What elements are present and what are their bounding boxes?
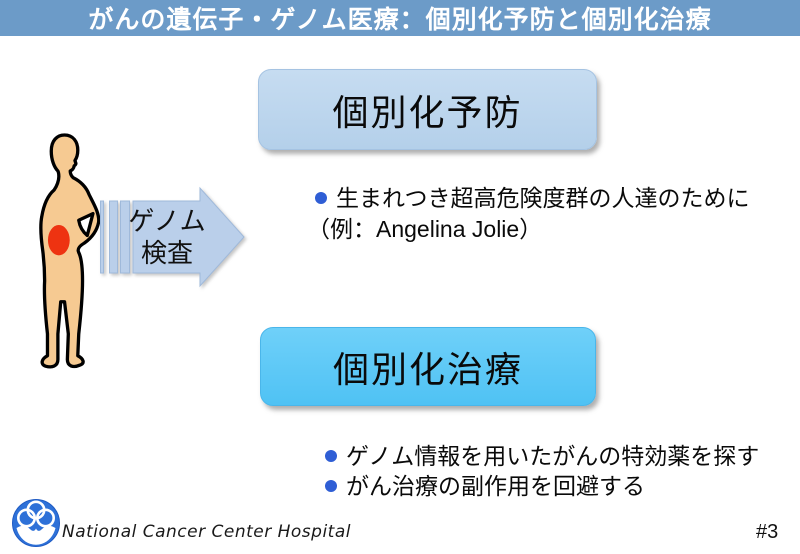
arrow-label-line1: ゲノム: [128, 206, 206, 236]
treatment-bullets: ゲノム情報を用いたがんの特効薬を探す がん治療の副作用を回避する: [325, 441, 759, 501]
treatment-bullet-2-text: がん治療の副作用を回避する: [346, 473, 645, 499]
title-bar: がんの遺伝子・ゲノム医療：個別化予防と個別化治療: [0, 0, 800, 36]
treatment-bullet-2: がん治療の副作用を回避する: [325, 471, 759, 501]
patient-figure-icon: [39, 133, 101, 369]
genome-test-arrow-label: ゲノム 検査: [126, 199, 208, 275]
prevention-bullet-1: 生まれつき超高危険度群の人達のために: [315, 183, 750, 214]
footer-organization: National Cancer Center Hospital: [62, 522, 351, 542]
page-number: #3: [756, 521, 779, 543]
treatment-box: 個別化治療: [260, 327, 596, 406]
prevention-bullets: 生まれつき超高危険度群の人達のために （例：Angelina Jolie）: [307, 183, 750, 245]
prevention-bullet-1-example: （例：Angelina Jolie）: [307, 216, 543, 242]
prevention-bullet-1-text: 生まれつき超高危険度群の人達のために: [336, 185, 750, 211]
genome-test-arrow: ゲノム 検査: [100, 186, 246, 288]
bullet-dot-icon: [325, 480, 337, 492]
prevention-heading: 個別化予防: [332, 91, 523, 133]
tumor-spot: [47, 225, 70, 256]
treatment-bullet-1-text: ゲノム情報を用いたがんの特効薬を探す: [346, 443, 760, 469]
prevention-box: 個別化予防: [258, 69, 597, 150]
national-cancer-center-logo-icon: [12, 499, 60, 547]
bullet-dot-icon: [325, 450, 337, 462]
striped-right-arrow-icon: [100, 186, 245, 288]
treatment-heading: 個別化治療: [332, 348, 523, 390]
treatment-bullet-1: ゲノム情報を用いたがんの特効薬を探す: [325, 441, 759, 471]
slide-title: がんの遺伝子・ゲノム医療：個別化予防と個別化治療: [88, 6, 712, 34]
bullet-dot-icon: [315, 192, 327, 204]
arrow-label-line2: 検査: [140, 238, 193, 268]
